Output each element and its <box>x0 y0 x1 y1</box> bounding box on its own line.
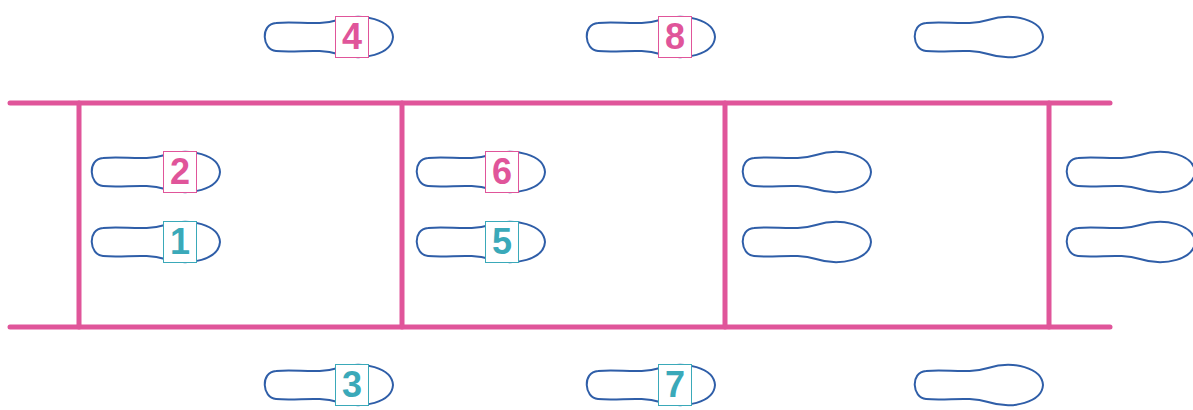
callout-number: 4 <box>335 16 369 58</box>
callout-number: 5 <box>485 221 519 263</box>
callout-number: 8 <box>658 16 692 58</box>
callout-number: 3 <box>335 364 369 406</box>
footprints <box>92 17 1193 405</box>
callout-number: 6 <box>485 151 519 193</box>
callout-number: 7 <box>658 364 692 406</box>
callout-number: 1 <box>163 221 197 263</box>
callout-number: 2 <box>163 151 197 193</box>
